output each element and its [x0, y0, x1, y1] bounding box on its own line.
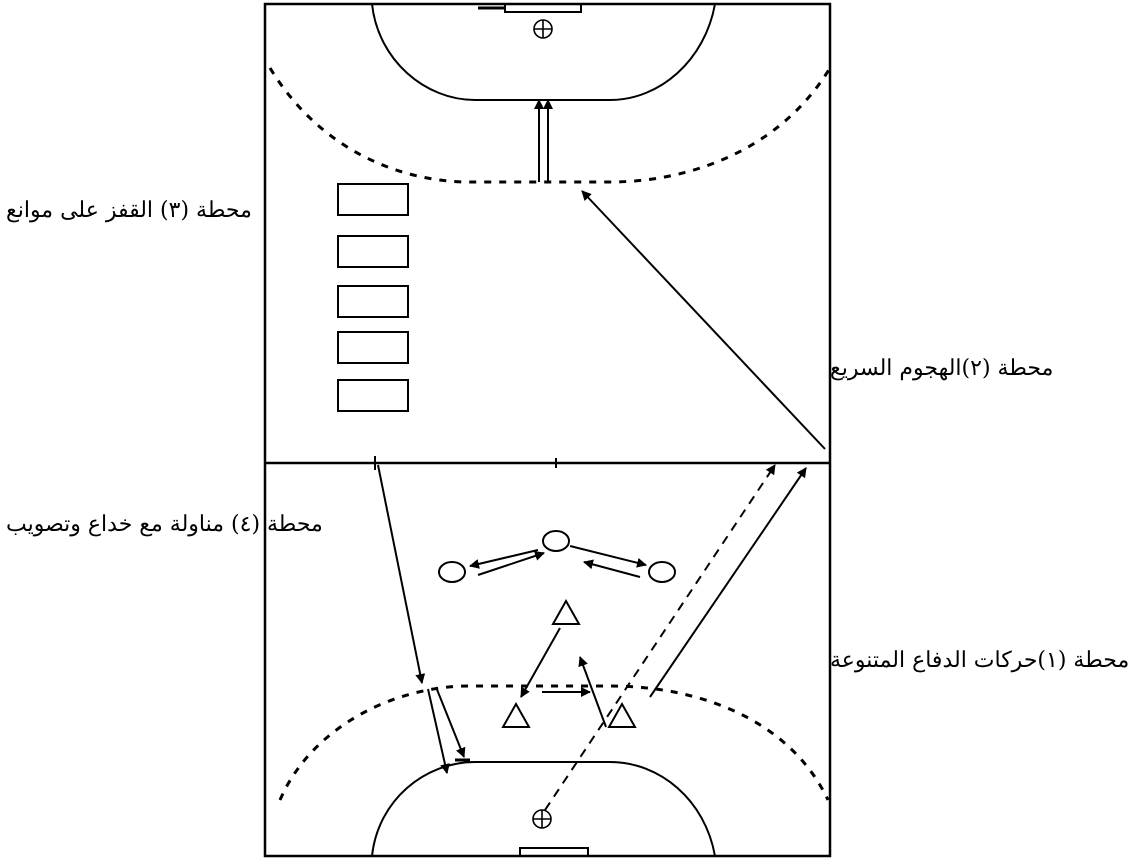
passing-arrows	[377, 464, 647, 774]
top-penalty-mark-icon	[533, 19, 553, 39]
triangle-marker	[607, 701, 637, 728]
player-circle	[648, 561, 676, 583]
top-free-throw-line	[268, 67, 832, 184]
obstacle-box	[337, 379, 409, 412]
triangle-marker	[501, 701, 531, 728]
defense-arrows	[520, 464, 807, 811]
bottom-penalty-mark-icon	[532, 809, 552, 829]
obstacle-box	[337, 285, 409, 318]
player-circle	[542, 530, 570, 552]
dashed-run-arrow	[544, 464, 776, 811]
station-3-label: محطة (٣) القفز على موانع	[6, 198, 252, 223]
defender-triangles	[501, 598, 637, 728]
obstacle-boxes	[337, 183, 409, 412]
fast-attack-arrows	[534, 99, 826, 450]
passing-players	[438, 530, 676, 583]
top-goal-area-arc	[371, 3, 716, 101]
bottom-free-throw-line	[278, 684, 830, 801]
sprint-arrow	[649, 467, 807, 698]
obstacle-box	[337, 331, 409, 364]
fast-break-run-arrow	[581, 190, 826, 450]
station-2-label: محطة (٢)الهجوم السريع	[830, 356, 1054, 381]
obstacle-box	[337, 183, 409, 216]
bottom-goal-area-arc	[371, 761, 716, 857]
obstacle-box	[337, 235, 409, 268]
station-1-label: محطة (١)حركات الدفاع المتنوعة	[830, 648, 1130, 673]
bottom-goal	[455, 758, 589, 857]
station-4-label: محطة (٤) مناولة مع خداع وتصويب	[6, 512, 323, 537]
triangle-marker	[551, 598, 581, 625]
player-circle	[438, 561, 466, 583]
top-goal	[478, 3, 582, 13]
center-line-ticks	[374, 456, 557, 470]
